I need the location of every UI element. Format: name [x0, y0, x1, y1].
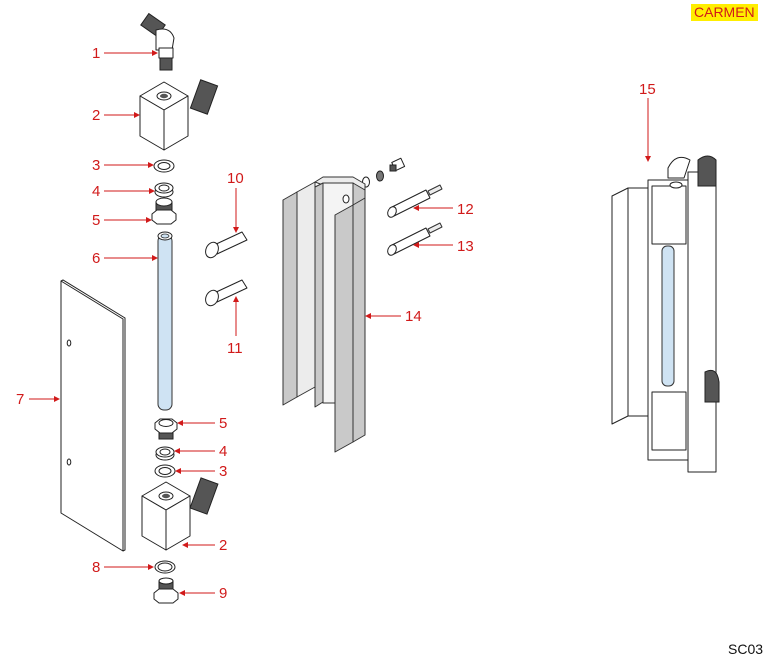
upper-contact-pin-part	[387, 184, 443, 218]
upper-gasket-part	[154, 182, 174, 198]
profile-housing-part	[282, 176, 366, 453]
callout-15: 15	[639, 81, 656, 98]
drain-seal-part	[154, 560, 176, 574]
lower-gasket-part	[155, 446, 175, 461]
callout-7: 7	[16, 391, 24, 408]
lower-gland-nut-part	[154, 418, 178, 440]
callout-12: 12	[457, 201, 474, 218]
callout-5-lower: 5	[219, 415, 227, 432]
upper-pin-part	[205, 231, 248, 259]
callout-13: 13	[457, 238, 474, 255]
callout-3-upper: 3	[92, 157, 100, 174]
elbow-fitting-part	[140, 12, 175, 71]
lower-pin-part	[205, 279, 248, 307]
callout-5-upper: 5	[92, 212, 100, 229]
callout-6: 6	[92, 250, 100, 267]
lower-valve-block-part	[141, 477, 219, 551]
lower-contact-pin-part	[387, 222, 443, 256]
callout-8: 8	[92, 559, 100, 576]
callout-3-lower: 3	[219, 463, 227, 480]
sheet-code: SC03	[728, 641, 764, 657]
glass-tube-part	[157, 231, 173, 411]
callout-11: 11	[227, 340, 243, 357]
lower-flat-seal-part	[154, 464, 176, 478]
callout-14: 14	[405, 308, 422, 325]
callout-4-lower: 4	[219, 443, 227, 460]
callout-9: 9	[219, 585, 227, 602]
callout-4-upper: 4	[92, 183, 100, 200]
front-cover-plate-part	[60, 279, 126, 552]
callout-1: 1	[92, 45, 100, 62]
brand-tag: CARMEN	[691, 4, 758, 21]
drain-plug-part	[153, 577, 179, 604]
upper-valve-block-part	[139, 79, 219, 151]
upper-gland-nut-part	[151, 197, 177, 225]
callout-10: 10	[227, 170, 244, 187]
callout-2-upper: 2	[92, 107, 100, 124]
assembled-level-gauge-part	[611, 155, 720, 473]
callout-2-lower: 2	[219, 537, 227, 554]
upper-flat-seal-part	[153, 159, 175, 173]
mounting-screw-set	[362, 157, 406, 188]
